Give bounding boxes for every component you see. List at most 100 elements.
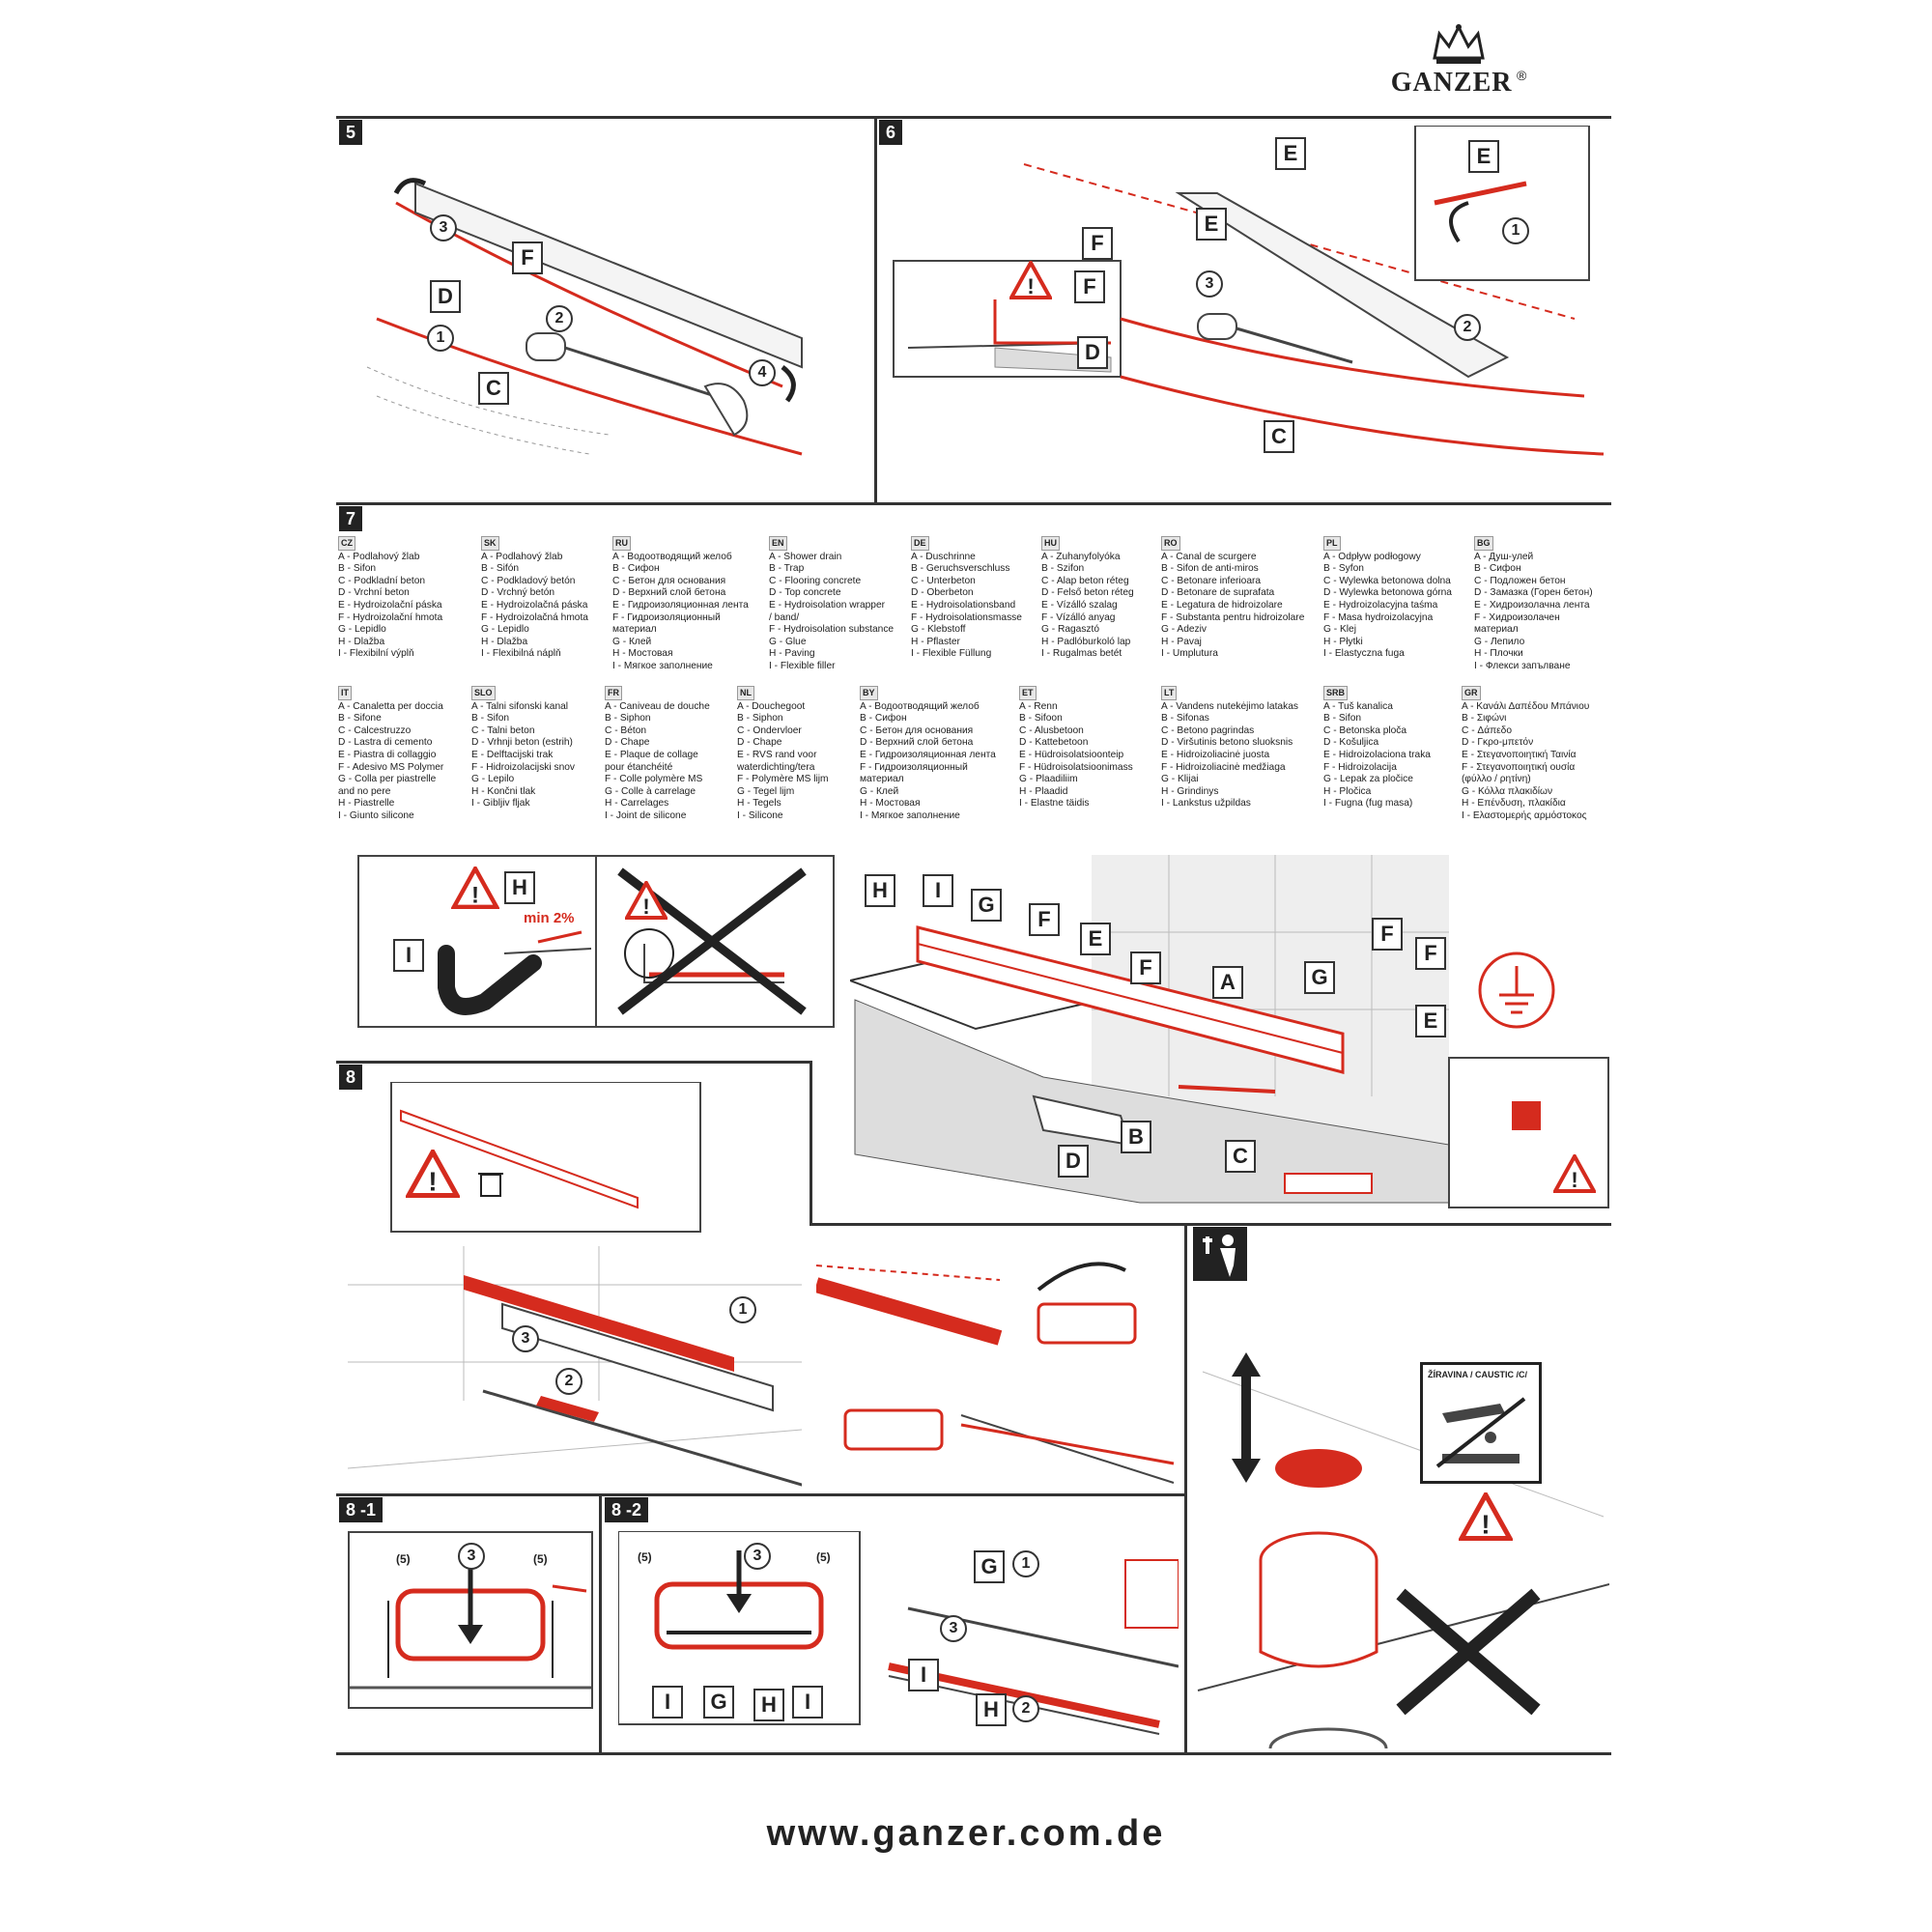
legend-item: I - Lankstus užpildas — [1161, 798, 1251, 810]
legend-item: H - Pavaj — [1161, 636, 1202, 647]
legend-language-code: RO — [1161, 536, 1180, 551]
legend-language-code: BG — [1474, 536, 1493, 551]
legend-item: A - Caniveau de douche — [605, 700, 710, 712]
legend-item: C - Бетон для основания — [612, 575, 726, 586]
legend-item: F - Polymère MS lijm — [737, 774, 829, 785]
legend-item: F - Hidroizoliacinė medžiaga — [1161, 761, 1286, 773]
legend-item: D - Замазка (Горен бетон) — [1474, 587, 1593, 599]
legend-language-code: EN — [769, 536, 787, 551]
legend-item: F - Hydroizolačná hmota — [481, 611, 588, 623]
legend-item: B - Trap — [769, 563, 805, 575]
legend-item: G - Glue — [769, 636, 807, 647]
legend-item: C - Béton — [605, 724, 647, 736]
legend-item: D - Oberbeton — [911, 587, 974, 599]
legend-item: I - Flexible Füllung — [911, 648, 992, 660]
legend-language-code: LT — [1161, 686, 1178, 700]
marker-2: 2 — [1454, 314, 1481, 341]
legend-item: I - Gibljiv fljak — [471, 798, 530, 810]
legend-item: (φύλλο / ρητίνη) — [1462, 774, 1531, 785]
caustic-label: ŽÍRAVINA / CAUSTIC /C/ — [1428, 1370, 1527, 1379]
legend-item: I - Giunto silicone — [338, 810, 414, 821]
legend-item: G - Klebstoff — [911, 624, 966, 636]
step-8-tag: 8 — [339, 1065, 363, 1090]
legend-item: and no pere — [338, 785, 391, 797]
legend-item: E - Delftacijski trak — [471, 749, 554, 760]
legend-item: C - Бетон для основания — [860, 724, 974, 736]
warning-icon: ! — [451, 867, 499, 909]
legend-language-code: SK — [481, 536, 499, 551]
legend-item: I - Мягкое заполнение — [860, 810, 960, 821]
legend-item: A - Duschrinne — [911, 551, 976, 562]
footer-url[interactable]: www.ganzer.com.de — [766, 1813, 1166, 1854]
legend-item: D - Chape — [737, 737, 782, 749]
legend-language-code: CZ — [338, 536, 355, 551]
legend-item: B - Сифон — [612, 563, 660, 575]
label-F-mid: F — [1130, 952, 1161, 984]
marker-3: 3 — [430, 214, 457, 242]
legend-item: E - Piastra di collaggio — [338, 749, 437, 760]
divider-8-left — [336, 1061, 811, 1064]
legend-item: H - Dlažba — [338, 636, 385, 647]
divider-8-1-8-2 — [599, 1493, 602, 1754]
label-E-inset: E — [1468, 140, 1499, 173]
label-F-inset: F — [1074, 270, 1105, 303]
legend-item: B - Sifón — [481, 563, 520, 575]
legend-item: A - Shower drain — [769, 551, 842, 562]
marker-1: 1 — [427, 325, 454, 352]
legend-item: C - Flooring concrete — [769, 575, 862, 586]
divider-bottom — [336, 1752, 1611, 1755]
step-6-tag: 6 — [879, 120, 903, 145]
legend-item: I - Fugna (fug masa) — [1323, 798, 1413, 810]
legend-item: D - Vrhnji beton (estrih) — [471, 737, 573, 749]
divider-top — [336, 116, 1611, 119]
legend-item: E - Hydroisolation wrapper — [769, 599, 886, 611]
legend-language-code: PL — [1323, 536, 1341, 551]
legend-item: I - Silicone — [737, 810, 783, 821]
legend-language-code: FR — [605, 686, 622, 700]
svg-text:!: ! — [471, 882, 479, 908]
label-I-right: I — [792, 1686, 823, 1719]
legend-item: G - Adeziv — [1161, 624, 1207, 636]
label-D: D — [1077, 336, 1108, 369]
legend-item: G - Plaadiliim — [1019, 774, 1078, 785]
step-8-2-illustration: (5) (5) 3 I G H I G 1 3 I H 2 — [618, 1531, 1179, 1748]
legend-item: D - Viršutinis betono sluoksnis — [1161, 737, 1293, 749]
legend-language-code: GR — [1462, 686, 1481, 700]
legend-item: E - Hydroizolacyjna taśma — [1323, 599, 1438, 611]
marker-3: 3 — [512, 1325, 539, 1352]
legend-item: H - Tegels — [737, 798, 781, 810]
legend-item: D - Top concrete — [769, 587, 841, 599]
legend-item: D - Верхний слой бетона — [860, 737, 974, 749]
label-C: C — [478, 372, 509, 405]
legend-item: C - Podkladní beton — [338, 575, 426, 586]
legend-item: F - Hydroisolation substance — [769, 624, 895, 636]
legend-item: A - Водоотводящий желоб — [860, 700, 980, 712]
label-H: H — [753, 1689, 784, 1721]
marker-3: 3 — [744, 1543, 771, 1570]
warning-icon: ! — [1009, 261, 1052, 299]
step-5-illustration: F D C 1 2 3 4 — [357, 145, 860, 493]
legend-item: B - Szifon — [1041, 563, 1085, 575]
step-7-detail-insets: ! ! H I min 2% — [357, 855, 835, 1028]
legend-item: B - Siphon — [737, 713, 783, 724]
legend-language-code: BY — [860, 686, 878, 700]
legend-item: I - Rugalmas betét — [1041, 648, 1122, 660]
step-7-tag: 7 — [339, 506, 363, 531]
legend-item: F - Hidroizolacijski snov — [471, 761, 575, 773]
brand-name: GANZER — [1390, 68, 1513, 98]
legend-item: pour étanchéité — [605, 761, 673, 773]
label-E-right: E — [1415, 1005, 1446, 1037]
legend-item: G - Ragasztó — [1041, 624, 1100, 636]
legend-item: I - Elastyczna fuga — [1323, 648, 1405, 660]
label-G: G — [703, 1686, 734, 1719]
marker-3: 3 — [458, 1543, 485, 1570]
legend-item: C - Betonska ploča — [1323, 724, 1407, 736]
svg-text:!: ! — [642, 895, 649, 919]
legend-item: E - Legatura de hidroizolare — [1161, 599, 1283, 611]
legend-item: I - Flexibilní výplň — [338, 648, 414, 660]
legend-item: I - Flexibilná náplň — [481, 648, 561, 660]
